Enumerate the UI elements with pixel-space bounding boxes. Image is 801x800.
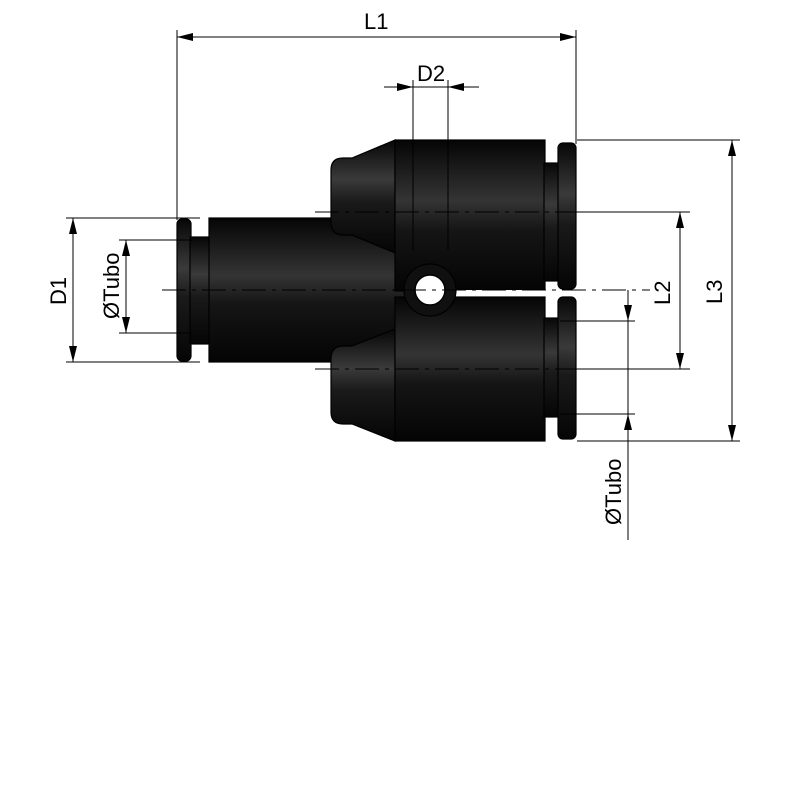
d2-label: D2 [417,61,445,86]
fitting-body [176,139,582,442]
d1-label: D1 [46,277,71,305]
l2-label: L2 [650,281,675,305]
tube-left-label: ØTubo [99,253,124,319]
dimension-d2: D2 [384,61,479,250]
dimension-d1: D1 [46,217,200,363]
tube-right-label: ØTubo [601,459,626,525]
dimension-l1: L1 [176,9,577,220]
center-lines [162,211,650,370]
dimension-tube-left: ØTubo [99,239,192,334]
dimension-tube-right: ØTubo [560,290,635,540]
branch-gap [432,290,582,296]
dimension-l2: L2 [560,211,690,370]
l3-label: L3 [702,280,727,304]
l1-label: L1 [364,9,388,34]
dimension-l3: L3 [577,139,740,442]
